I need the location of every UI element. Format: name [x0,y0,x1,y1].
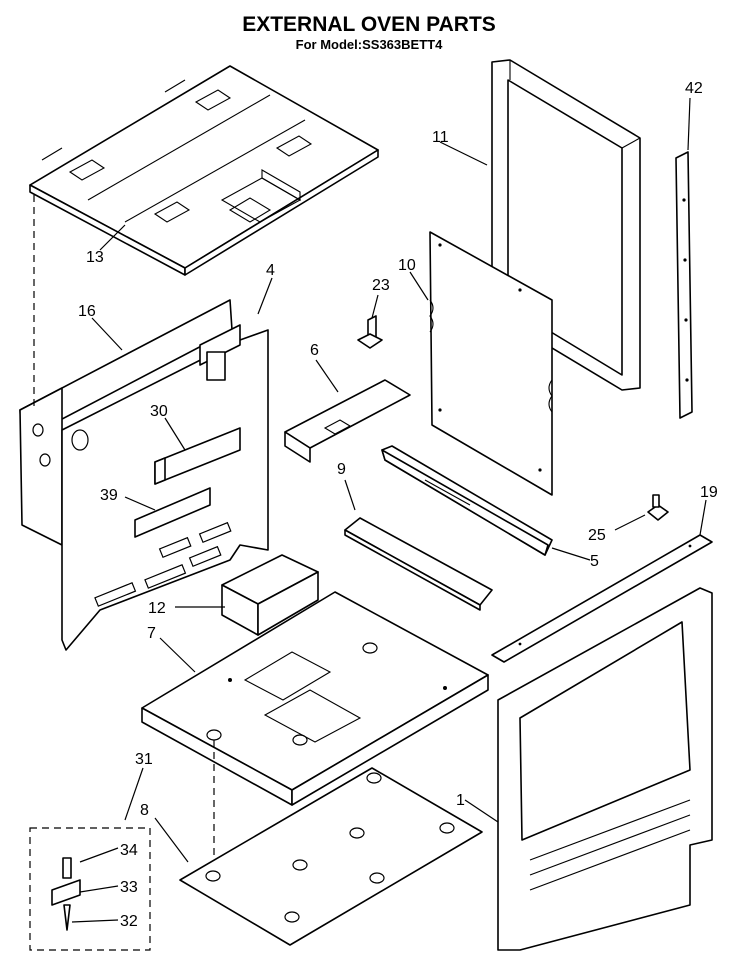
part-9-strip [344,517,493,611]
callout-12: 12 [148,600,166,617]
callout-16: 16 [78,303,96,320]
callout-19: 19 [700,484,718,501]
callout-1: 1 [456,792,465,809]
callout-8: 8 [140,802,149,819]
part-12-box [221,554,319,636]
part-10-back-panel [429,231,553,496]
callout-30: 30 [150,403,168,420]
part-7-base-tray [141,591,489,806]
model-subtitle: For Model:SS363BETT4 [296,37,443,52]
callout-34: 34 [120,842,138,859]
callout-33: 33 [120,879,138,896]
part-25-fitting [647,494,669,521]
leader-lines [71,97,707,923]
part-13-top-cover [29,65,379,276]
part-19-top-rail [491,534,713,663]
callout-7: 7 [147,625,156,642]
callout-25: 25 [588,527,606,544]
page-title: EXTERNAL OVEN PARTS [242,13,496,36]
part-16-4-left-side-panel [19,299,269,651]
callout-10: 10 [398,257,416,274]
part-30-bracket [154,427,241,485]
kit-31-box [29,827,151,951]
part-39-strip [134,487,211,538]
callout-4: 4 [266,262,275,279]
callout-13: 13 [86,249,104,266]
part-23-clip [357,315,383,349]
callout-11: 11 [432,129,449,146]
part-1-front-frame [497,587,713,951]
callout-32: 32 [120,913,138,930]
callout-6: 6 [310,342,319,359]
part-32-pin [63,904,71,931]
callout-23: 23 [372,277,390,294]
callout-5: 5 [590,553,599,570]
callout-9: 9 [337,461,346,478]
part-33-bracket [51,879,81,906]
part-5-control-channel [381,445,553,556]
callout-39: 39 [100,487,118,504]
callout-42: 42 [685,80,703,97]
part-34-screw [62,857,72,879]
part-42-trim-strip [675,151,693,419]
part-8-bottom-panel [179,767,483,946]
callout-31: 31 [135,751,153,768]
part-6-bracket [284,379,411,463]
